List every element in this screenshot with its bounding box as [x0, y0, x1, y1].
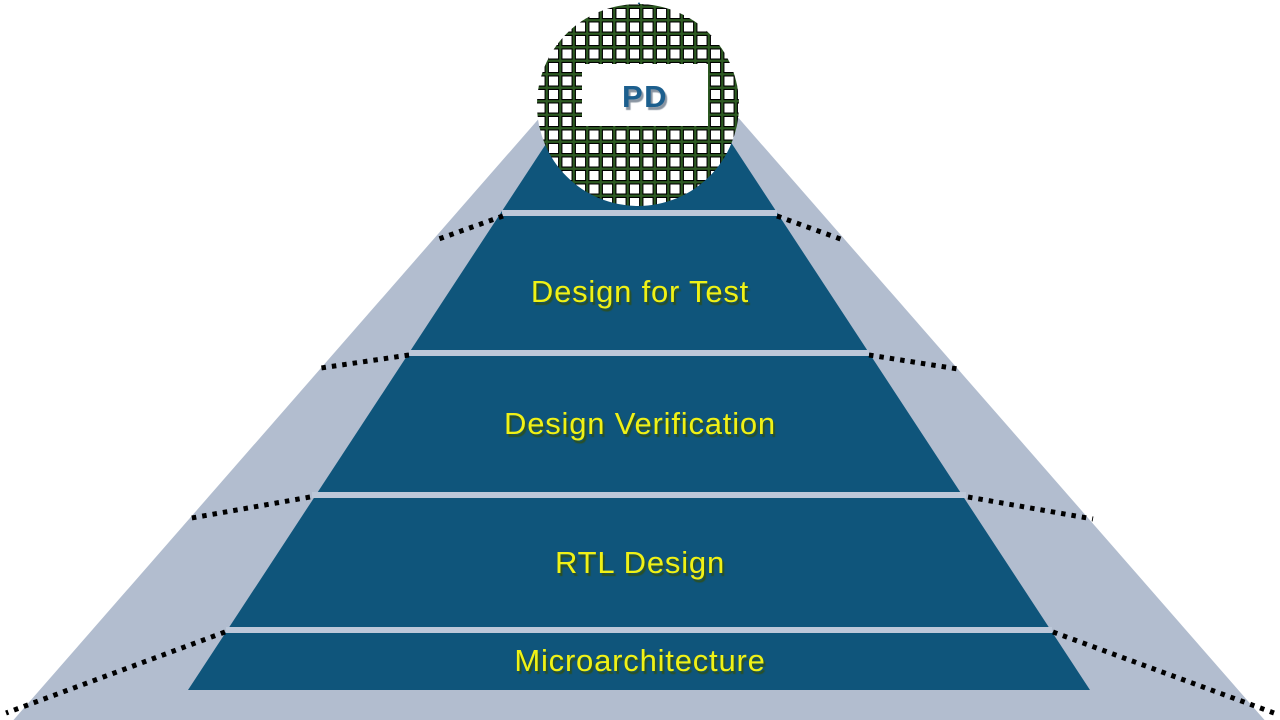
apex-label-box — [582, 64, 708, 126]
projection-dotted-line — [868, 352, 959, 372]
projection-dotted-line — [435, 213, 504, 243]
projection-dotted-line — [967, 494, 1094, 522]
projection-dotted-line — [5, 629, 226, 716]
projection-dotted-line — [776, 213, 847, 244]
projection-dotted-line — [1052, 629, 1275, 716]
layer-label: Microarchitecture — [514, 643, 765, 678]
layer-label: Design Verification — [504, 406, 776, 441]
projection-dotted-line — [320, 352, 410, 371]
layer-label: Design for Test — [531, 274, 749, 309]
pyramid-body — [188, 2, 1090, 690]
apex-label: PD — [622, 79, 668, 114]
layer-label: RTL Design — [555, 545, 725, 580]
